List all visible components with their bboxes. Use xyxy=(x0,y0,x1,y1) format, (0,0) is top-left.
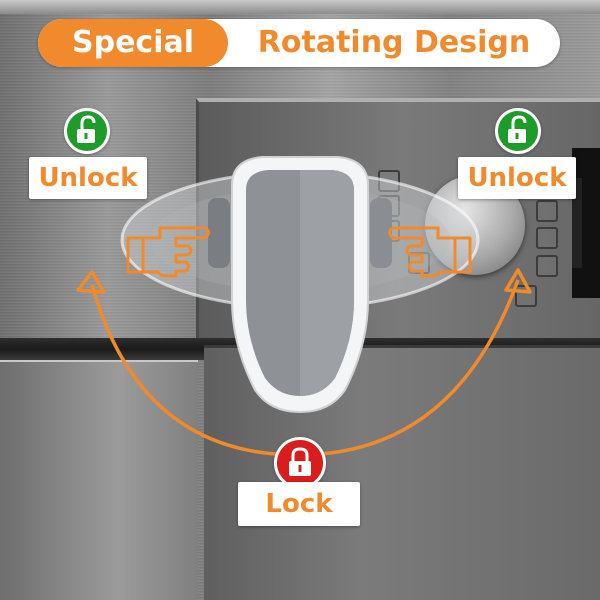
banner-rest-text: Rotating Design xyxy=(257,25,531,60)
lock-side-tab-right xyxy=(370,198,392,268)
lock-label: Lock xyxy=(238,482,360,526)
feature-banner: Special Rotating Design xyxy=(38,19,560,67)
closed-padlock-icon xyxy=(289,447,311,476)
appliance-button xyxy=(536,227,558,249)
appliance-button xyxy=(536,200,558,222)
appliance-button xyxy=(378,170,400,192)
open-padlock-icon xyxy=(508,115,527,143)
appliance-display-panel xyxy=(572,148,600,298)
arrow-head-left xyxy=(76,270,106,294)
arrow-head-right xyxy=(504,268,532,294)
lower-cabinet-left xyxy=(0,360,198,600)
appliance-button xyxy=(536,255,558,277)
pointing-hand-left-icon xyxy=(388,226,472,278)
unlock-right-badge xyxy=(495,108,541,154)
unlock-right-label: Unlock xyxy=(458,157,576,199)
lock-face-highlight xyxy=(300,170,354,396)
appliance-top-edge xyxy=(0,0,600,14)
banner-highlight-text: Special xyxy=(38,19,228,67)
unlock-left-label: Unlock xyxy=(29,157,147,199)
open-padlock-icon xyxy=(77,115,96,143)
display-window xyxy=(572,178,582,268)
pointing-hand-right-icon xyxy=(126,226,210,278)
lock-side-tab-left xyxy=(208,198,230,268)
unlock-left-badge xyxy=(64,108,110,154)
appliance-button xyxy=(408,252,430,274)
